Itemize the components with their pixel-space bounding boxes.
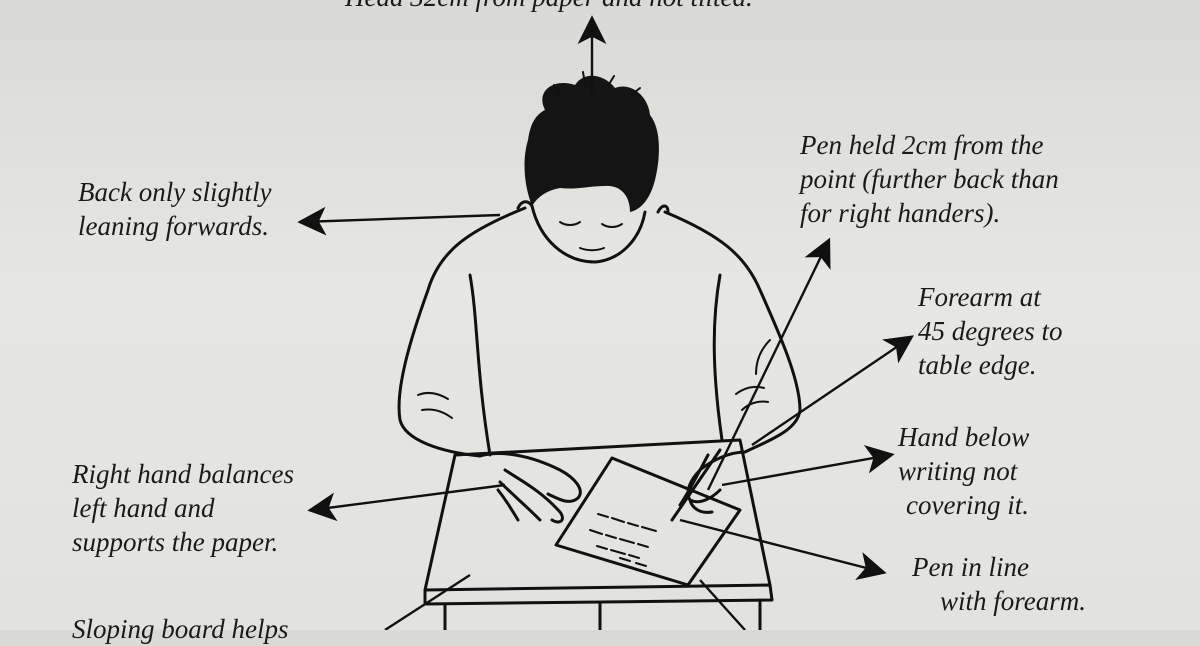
annotation-pen-grip: Pen held 2cm from the point (further bac… (800, 128, 1059, 230)
annotation-back-posture: Back only slightly leaning forwards. (78, 175, 271, 243)
table (423, 438, 774, 630)
annotation-line: covering it. (906, 490, 1029, 520)
annotation-head-distance: Head 32cm from paper and not tilted. (345, 0, 753, 14)
arrow-hand-below (721, 445, 895, 487)
arrow-paper-corner (699, 579, 746, 630)
annotation-line: left hand and (72, 493, 215, 523)
arrow-right-hand (307, 483, 506, 522)
writing-posture-illustration (297, 15, 914, 630)
paper (554, 456, 742, 587)
annotation-pen-alignment: Pen in line with forearm. (912, 550, 1086, 618)
annotation-hand-position: Hand below writing not covering it. (898, 420, 1029, 522)
annotation-line: Hand below (898, 422, 1030, 452)
arrow-pen-held (706, 237, 831, 491)
annotation-line: for right handers). (800, 198, 1001, 228)
person (397, 71, 802, 524)
annotation-line: leaning forwards. (78, 211, 270, 241)
annotation-line: Back only slightly (78, 177, 272, 207)
annotation-right-hand: Right hand balances left hand and suppor… (72, 457, 294, 559)
arrow-pen-line (679, 518, 887, 580)
annotation-forearm-angle: Forearm at 45 degrees to table edge. (918, 280, 1062, 382)
posture-diagram: Head 32cm from paper and not tilted. Bac… (72, 0, 1086, 644)
annotation-arrows (297, 15, 914, 630)
annotation-line: writing not (898, 456, 1018, 486)
annotation-line: with forearm. (940, 586, 1087, 616)
arrow-sloping-board (384, 573, 471, 630)
annotation-line: Right hand balances (72, 459, 294, 489)
arrow-back (297, 206, 501, 236)
annotation-line: point (further back than (800, 164, 1059, 194)
annotation-line: Forearm at (918, 282, 1041, 312)
annotation-line: Pen in line (912, 552, 1029, 582)
annotation-line: Sloping board helps (72, 614, 289, 644)
hair (524, 71, 659, 212)
annotation-line: Head 32cm from paper and not tilted. (345, 0, 753, 14)
annotation-line: 45 degrees to (918, 316, 1063, 346)
annotation-line: supports the paper. (72, 527, 279, 557)
arrow-forearm (751, 335, 914, 446)
annotation-line: table edge. (918, 350, 1037, 380)
annotation-sloping-board: Sloping board helps (72, 612, 289, 646)
annotation-line: Pen held 2cm from the (800, 130, 1044, 160)
